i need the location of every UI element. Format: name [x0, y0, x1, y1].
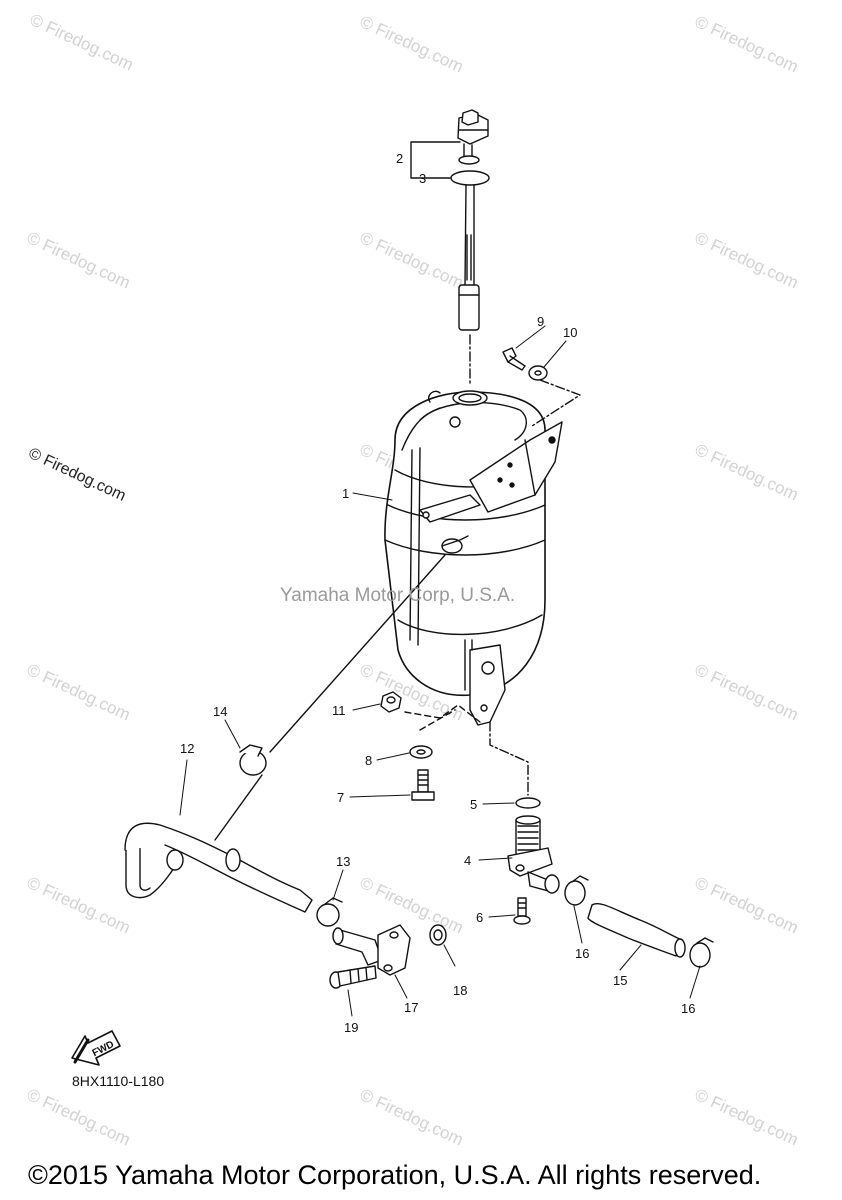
assembly-line — [419, 709, 456, 731]
o-ring — [515, 797, 541, 809]
sensor-rod — [458, 184, 480, 331]
oil-tank — [384, 390, 563, 726]
callout-16: 16 — [681, 1001, 695, 1016]
yamaha-watermark: Yamaha Motor Corp, U.S.A. — [280, 585, 516, 606]
oil-hose — [124, 822, 313, 913]
callout-15: 15 — [613, 973, 627, 988]
callout-8: 8 — [365, 753, 372, 768]
callout-3: 3 — [419, 171, 426, 186]
bolt — [411, 769, 435, 801]
callout-9: 9 — [537, 314, 544, 329]
hose-clamp — [564, 875, 589, 906]
callout-7: 7 — [337, 790, 344, 805]
leader-lines — [179, 325, 701, 1017]
nut — [380, 691, 402, 713]
hose-clamp — [316, 897, 343, 927]
leader-line — [214, 774, 263, 841]
callout-17: 17 — [404, 1000, 418, 1015]
callout-11: 11 — [332, 703, 346, 718]
hose-clamp — [239, 744, 267, 776]
o-ring — [450, 170, 490, 186]
callout-1: 1 — [342, 486, 349, 501]
copyright-notice: ©2015 Yamaha Motor Corporation, U.S.A. A… — [28, 1160, 762, 1190]
callout-5: 5 — [470, 797, 477, 812]
callout-4: 4 — [464, 853, 471, 868]
assembly-line — [531, 379, 581, 427]
callout-18: 18 — [453, 983, 467, 998]
callout-2: 2 — [396, 151, 403, 166]
callout-16: 16 — [575, 946, 589, 961]
leader-line — [269, 554, 446, 753]
washer — [528, 365, 548, 381]
assembly-line — [404, 704, 481, 723]
callout-10: 10 — [563, 325, 577, 340]
fwd-arrow-icon: FWD — [71, 1030, 121, 1066]
bolt — [502, 347, 526, 371]
callout-19: 19 — [344, 1020, 358, 1035]
bolt — [329, 965, 377, 989]
callout-13: 13 — [336, 854, 350, 869]
oil-hose — [587, 903, 686, 958]
washer — [409, 745, 433, 759]
strainer-fitting — [507, 815, 560, 894]
gasket — [429, 924, 447, 946]
hose-clamp — [689, 937, 714, 968]
callout-6: 6 — [476, 910, 483, 925]
callout-12: 12 — [180, 741, 194, 756]
bolt — [513, 897, 531, 925]
pipe-fitting — [332, 924, 411, 976]
callout-bracket — [410, 141, 461, 179]
assembly-line — [489, 721, 529, 796]
diagram-code: 8HX1110-L180 — [72, 1073, 165, 1089]
sensor-connector — [457, 109, 489, 165]
callout-14: 14 — [213, 704, 227, 719]
